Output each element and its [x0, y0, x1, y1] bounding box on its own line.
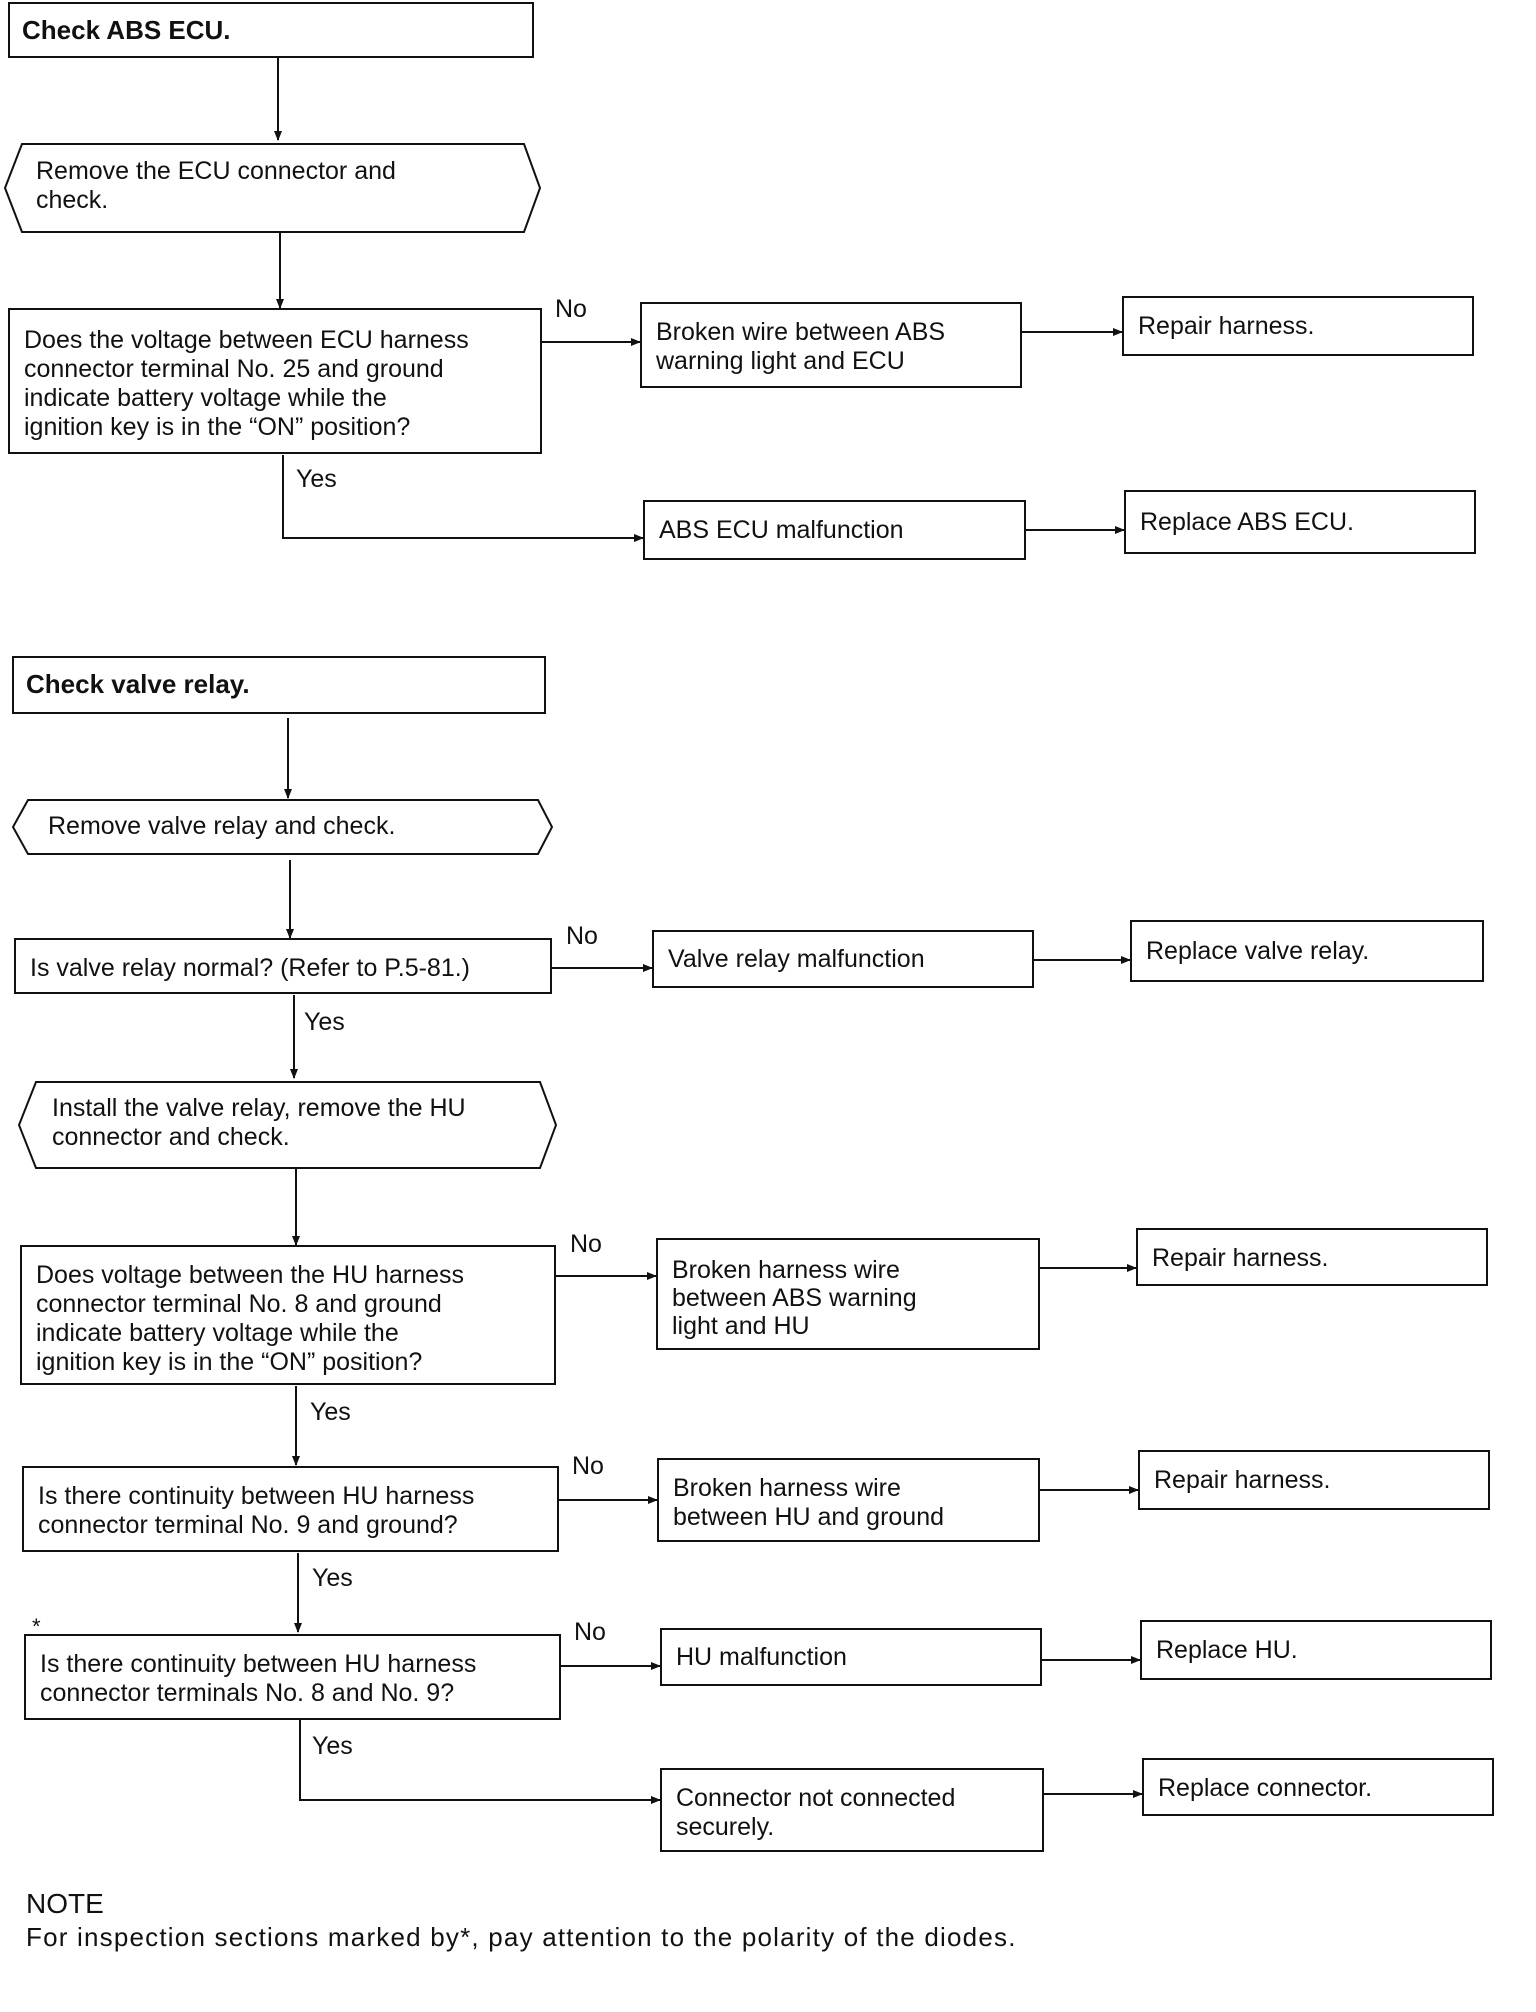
action-repair-harness: Repair harness. [1136, 1228, 1488, 1286]
result-broken-harness-abs-hu: Broken harness wire between ABS warning … [656, 1238, 1040, 1350]
action-replace-hu: Replace HU. [1140, 1620, 1492, 1680]
yes-label: Yes [312, 1732, 353, 1760]
yes-label: Yes [312, 1564, 353, 1592]
no-label: No [570, 1230, 602, 1258]
action-replace-connector: Replace connector. [1142, 1758, 1494, 1816]
result-valve-relay-malfunction: Valve relay malfunction [652, 930, 1034, 988]
action-repair-harness: Repair harness. [1138, 1450, 1490, 1510]
step-text: Remove the ECU connector and check. [36, 157, 396, 214]
step-install-relay-remove-hu: Install the valve relay, remove the HU c… [16, 1080, 558, 1170]
result-hu-malfunction: HU malfunction [660, 1628, 1042, 1686]
question-hu-terminal-9-continuity: Is there continuity between HU harness c… [22, 1466, 559, 1552]
no-label: No [566, 922, 598, 950]
no-label: No [574, 1618, 606, 1646]
question-valve-relay-normal: Is valve relay normal? (Refer to P.5-81.… [14, 938, 552, 994]
yes-label: Yes [304, 1008, 345, 1036]
no-label: No [555, 295, 587, 323]
step-remove-valve-relay: Remove valve relay and check. [10, 798, 554, 856]
yes-label: Yes [296, 465, 337, 493]
result-broken-harness-hu-ground: Broken harness wire between HU and groun… [657, 1458, 1040, 1542]
result-broken-wire-abs-ecu: Broken wire between ABS warning light an… [640, 302, 1022, 388]
note-text: For inspection sections marked by*, pay … [26, 1922, 1017, 1952]
no-label: No [572, 1452, 604, 1480]
asterisk-marker: * [32, 1614, 41, 1639]
yes-label: Yes [310, 1398, 351, 1426]
action-repair-harness: Repair harness. [1122, 296, 1474, 356]
result-abs-ecu-malfunction: ABS ECU malfunction [643, 500, 1026, 560]
action-replace-abs-ecu: Replace ABS ECU. [1124, 490, 1476, 554]
arrow [299, 1720, 661, 1804]
arrow [282, 455, 644, 542]
question-hu-terminals-8-9-continuity: Is there continuity between HU harness c… [24, 1634, 561, 1720]
action-replace-valve-relay: Replace valve relay. [1130, 920, 1484, 982]
question-hu-voltage: Does voltage between the HU harness conn… [20, 1245, 556, 1385]
result-connector-not-secure: Connector not connected securely. [660, 1768, 1044, 1852]
question-ecu-voltage: Does the voltage between ECU harness con… [8, 308, 542, 454]
section-header-abs-ecu: Check ABS ECU. [8, 2, 534, 58]
note-title: NOTE [26, 1888, 104, 1919]
step-remove-ecu-connector: Remove the ECU connector and check. [2, 142, 542, 234]
step-text: Remove valve relay and check. [48, 812, 396, 840]
section-header-valve-relay: Check valve relay. [12, 656, 546, 714]
step-text: Install the valve relay, remove the HU c… [52, 1094, 466, 1151]
